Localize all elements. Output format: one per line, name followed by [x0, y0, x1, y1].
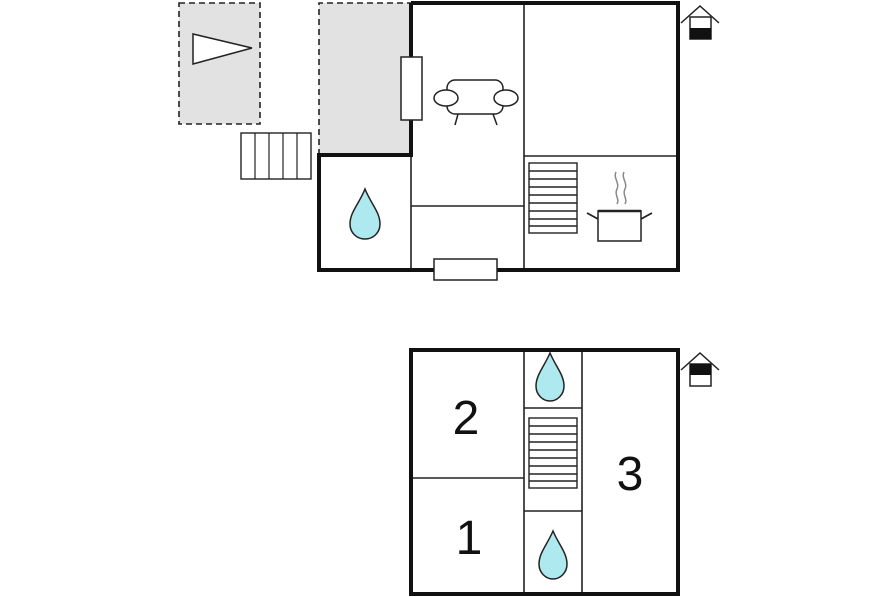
floor-indicator-house-icon	[680, 351, 720, 387]
triangle-marker-icon	[192, 33, 253, 65]
room-number-3: 3	[617, 448, 644, 501]
room-number-2: 2	[453, 392, 480, 445]
water-drop-icon	[535, 351, 565, 402]
floor-indicator-active-level	[690, 364, 711, 375]
entrance-door-icon	[433, 258, 498, 281]
ground-interior-walls	[410, 3, 678, 270]
upper-floor: 2 1 3	[409, 348, 720, 596]
ground-floor	[178, 1, 720, 281]
staircase-icon	[528, 162, 578, 234]
room-number-1: 1	[456, 512, 483, 565]
floor-indicator-active-level	[690, 28, 711, 39]
ground-exterior-walls	[317, 1, 680, 272]
floor-indicator-house-icon	[680, 4, 720, 40]
upper-interior-walls	[411, 350, 583, 594]
sofa-icon	[433, 79, 519, 126]
water-drop-icon	[349, 186, 381, 240]
outdoor-steps-icon	[240, 132, 312, 180]
water-drop-icon	[538, 529, 568, 580]
detached-terrace	[178, 2, 261, 125]
staircase-icon	[528, 417, 578, 489]
terrace-door-icon	[400, 56, 423, 121]
cooking-pot-icon	[586, 171, 653, 242]
upper-exterior-walls	[409, 348, 680, 596]
